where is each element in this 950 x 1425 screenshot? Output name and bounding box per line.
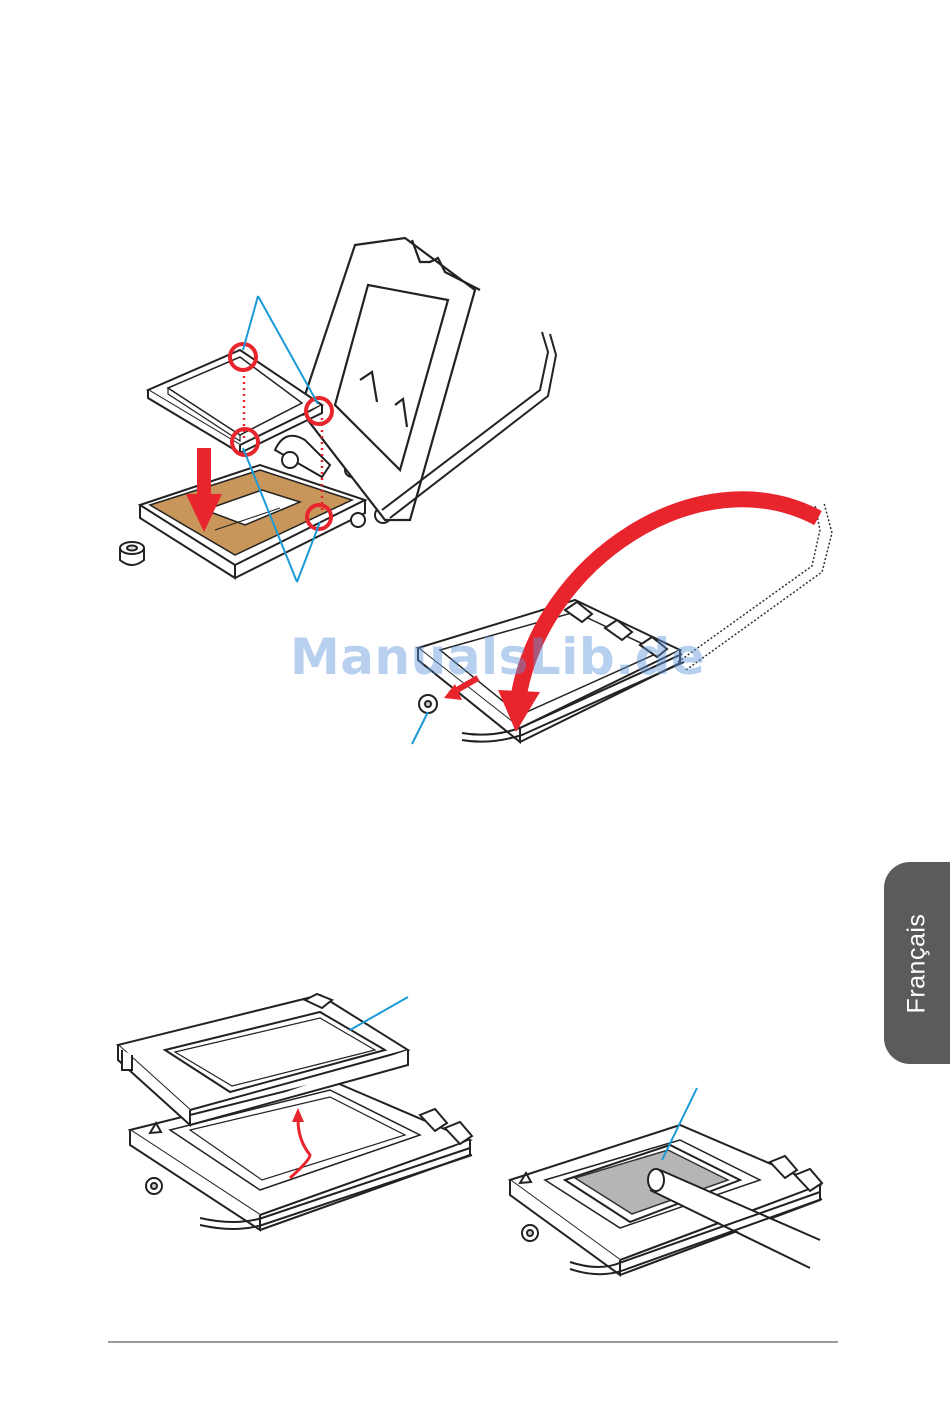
footer-divider <box>108 1341 838 1343</box>
socket-cap-piece <box>120 542 144 565</box>
retention-screw <box>146 1178 162 1194</box>
cover-removal-illustration <box>110 985 490 1235</box>
load-plate-open <box>300 238 480 520</box>
callout-line-screw <box>412 712 428 744</box>
retention-screw <box>522 1225 538 1241</box>
callout-line-cover <box>350 997 408 1030</box>
watermark-text: ManualsLib.de <box>290 628 670 688</box>
language-tab-label: Français <box>903 913 932 1013</box>
lever-close-illustration <box>400 495 850 755</box>
thermal-paste-illustration <box>500 1080 840 1280</box>
retention-screw <box>419 695 437 713</box>
language-tab-french[interactable]: Français <box>884 862 950 1064</box>
